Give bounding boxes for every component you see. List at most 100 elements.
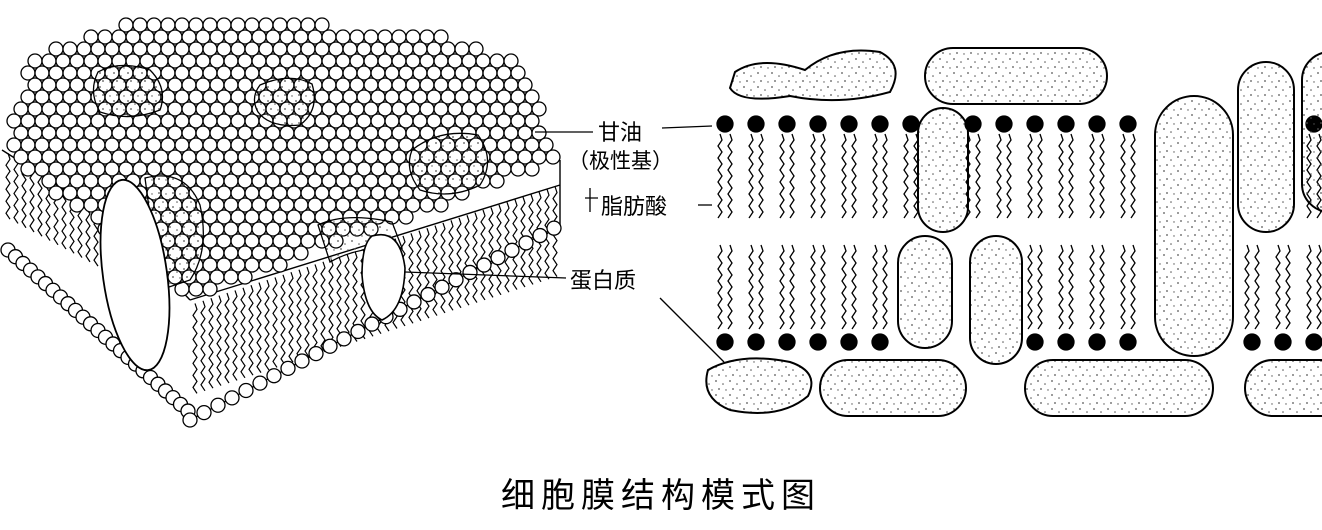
- fatty-acid-tail: [779, 244, 785, 330]
- fatty-acid-tail: [1275, 244, 1281, 330]
- fatty-acid-tail: [1254, 244, 1260, 330]
- fatty-acid-tail: [810, 133, 816, 219]
- polar-head: [840, 115, 858, 133]
- polar-head: [716, 115, 734, 133]
- fatty-acid-tail: [464, 214, 470, 306]
- fatty-acid-tail: [820, 133, 826, 219]
- leader-lines: [404, 125, 725, 363]
- fatty-acid-tail: [1120, 244, 1126, 330]
- membrane-proteins: [705, 47, 1322, 417]
- polar-head: [1026, 333, 1044, 351]
- upper-leaflet-lipids: [716, 115, 1322, 219]
- fatty-acid-tail: [1130, 133, 1136, 219]
- fatty-acid-tail: [472, 212, 478, 303]
- fatty-acid-tail: [37, 170, 43, 237]
- fatty-acid-tail: [975, 133, 981, 219]
- fatty-acid-tail: [440, 222, 446, 314]
- phospholipid-head: [196, 404, 212, 421]
- label-protein: 蛋白质: [570, 269, 636, 294]
- membrane-protein: [969, 235, 1023, 365]
- fatty-acid-tail: [448, 220, 454, 311]
- fatty-acid-tail: [1037, 133, 1043, 219]
- fatty-acid-tail: [288, 272, 294, 363]
- membrane-protein: [1244, 359, 1322, 417]
- polar-head: [1119, 333, 1137, 351]
- membrane-protein: [819, 359, 967, 417]
- protein-top-3: [408, 132, 489, 195]
- fatty-acid-tail: [872, 244, 878, 330]
- phospholipid-head: [510, 161, 526, 177]
- fatty-acid-tail: [200, 300, 206, 392]
- fatty-acid-tail: [903, 133, 909, 219]
- fatty-acid-tail: [758, 244, 764, 330]
- fatty-acid-tail: [208, 297, 214, 389]
- fatty-acid-tail: [727, 133, 733, 219]
- fatty-acid-tail: [408, 233, 414, 324]
- fatty-acid-tail: [841, 244, 847, 330]
- phospholipid-head: [490, 250, 506, 266]
- fatty-acid-tail: [882, 244, 888, 330]
- polar-head: [1305, 333, 1322, 351]
- phospholipid-head: [202, 281, 218, 297]
- phospholipid-head: [538, 137, 554, 153]
- membrane-protein: [917, 107, 969, 233]
- fatty-acid-tail: [432, 225, 438, 316]
- protein-cylinder: [361, 233, 406, 321]
- label-polar-group: （极性基）: [568, 149, 673, 173]
- phospholipid-head: [308, 345, 324, 362]
- fatty-acid-tail: [312, 264, 318, 355]
- fatty-acid-tail: [1130, 244, 1136, 330]
- fatty-acid-tail: [328, 259, 334, 350]
- fatty-acid-tail: [240, 287, 246, 379]
- fatty-acid-tail: [1058, 244, 1064, 330]
- fatty-acid-tail: [304, 266, 310, 358]
- leader-protein-right: [659, 297, 725, 363]
- fatty-acid-tail: [192, 303, 198, 394]
- label-glycerol: 甘油: [598, 121, 642, 146]
- membrane-protein: [728, 49, 897, 102]
- polar-head: [747, 115, 765, 133]
- polar-head: [1057, 115, 1075, 133]
- phospholipid-head: [420, 286, 436, 303]
- phospholipid-head: [531, 101, 547, 117]
- phospholipid-head: [238, 382, 254, 399]
- phospholipid-head: [546, 220, 562, 236]
- protein-transmembrane-large: [99, 178, 171, 372]
- phospholipid-head: [468, 41, 484, 57]
- fatty-acid-tail: [344, 253, 350, 345]
- membrane-protein: [705, 357, 813, 414]
- polar-head: [871, 333, 889, 351]
- fatty-acid-tail: [789, 133, 795, 219]
- fatty-acid-tail: [820, 244, 826, 330]
- polar-head: [995, 115, 1013, 133]
- fatty-acid-tail: [1306, 244, 1312, 330]
- lower-leaflet-lipids: [716, 244, 1322, 351]
- fatty-acid-tail: [1099, 133, 1105, 219]
- phospholipid-head: [545, 149, 561, 165]
- fatty-acid-tail: [256, 282, 262, 373]
- protein-top-1: [92, 64, 164, 118]
- phospholipid-head: [210, 397, 226, 413]
- fatty-acid-tail: [296, 269, 302, 360]
- fatty-acid-tail: [488, 207, 494, 298]
- polar-head: [871, 115, 889, 133]
- polar-head: [778, 115, 796, 133]
- phospholipid-head: [434, 279, 450, 295]
- polar-head: [902, 115, 920, 133]
- phospholipid-head: [48, 185, 64, 201]
- polar-head: [716, 333, 734, 351]
- fatty-acid-tail: [1068, 133, 1074, 219]
- phospholipid-head: [69, 197, 85, 213]
- phospholipid-head: [433, 29, 449, 45]
- phospholipid-head: [224, 390, 240, 406]
- fatty-acid-tail: [996, 133, 1002, 219]
- fatty-acid-tail: [272, 277, 278, 368]
- fatty-acid-tail: [1006, 133, 1012, 219]
- fatty-acid-tail: [248, 285, 254, 376]
- membrane-protein: [1154, 95, 1234, 357]
- polar-head: [747, 333, 765, 351]
- phospholipid-head: [518, 235, 534, 251]
- fatty-acid-tail: [1027, 133, 1033, 219]
- phospholipid-head: [364, 316, 380, 332]
